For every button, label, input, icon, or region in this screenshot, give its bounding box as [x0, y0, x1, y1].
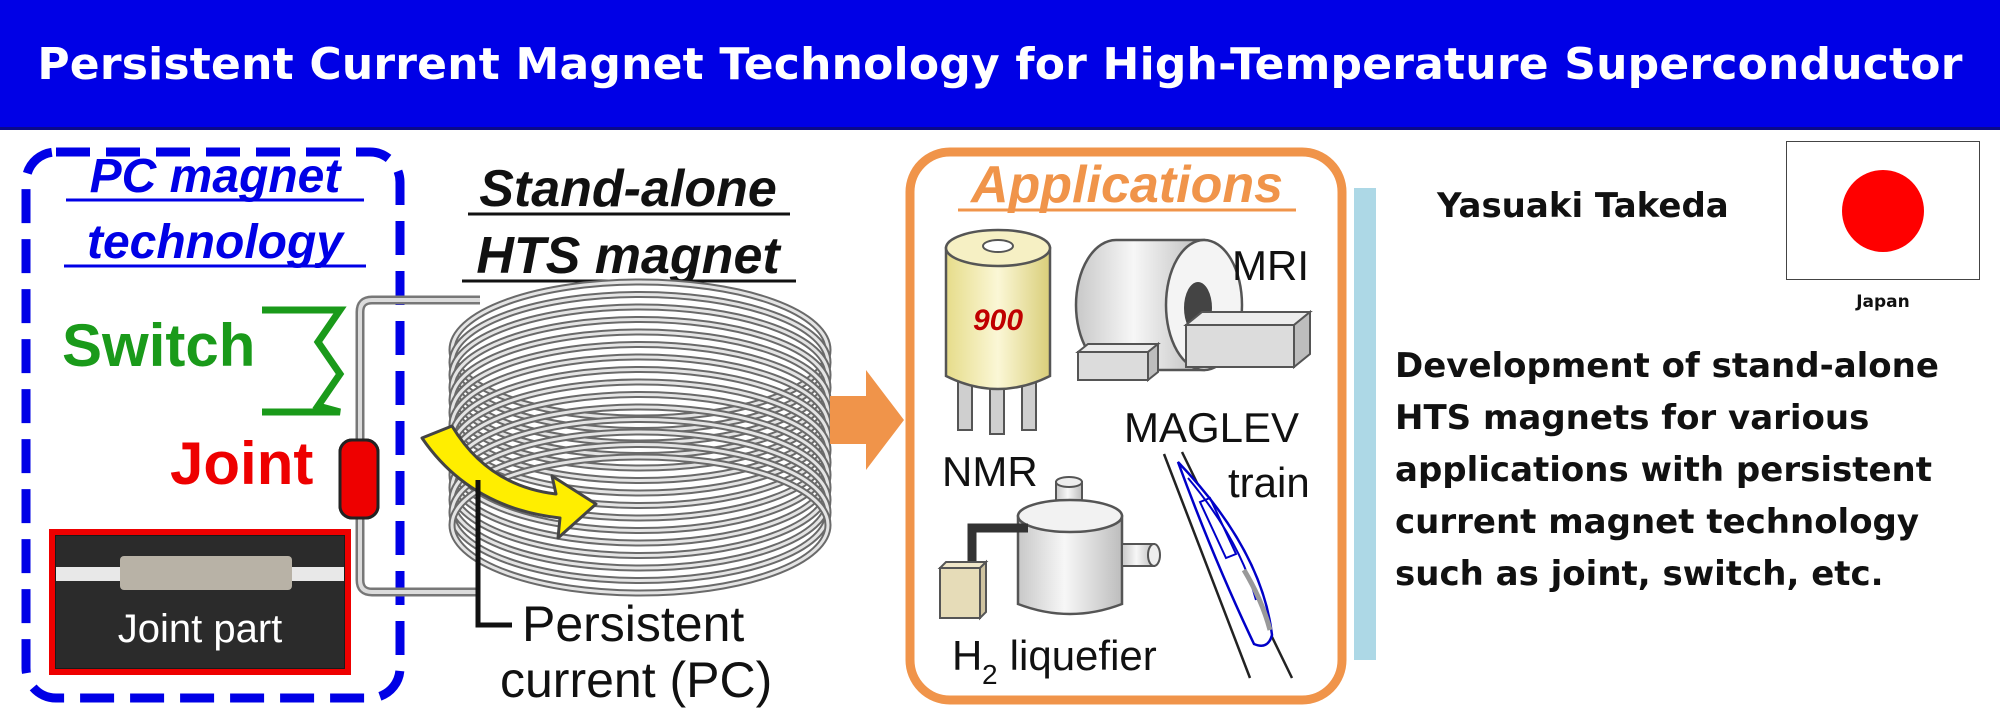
page-title: Persistent Current Magnet Technology for… — [37, 39, 1963, 220]
joint-photo-caption: Joint part — [118, 607, 283, 651]
hts-coil — [448, 278, 832, 597]
japan-flag-icon — [1786, 141, 1980, 280]
maglev-train-illustration — [1162, 451, 1294, 679]
section-divider — [1354, 188, 1376, 660]
nmr-value: 900 — [973, 304, 1023, 337]
title-banner: Persistent Current Magnet Technology for… — [0, 0, 2000, 220]
applications-box — [905, 147, 1347, 705]
summary-line: such as joint, switch, etc. — [1395, 554, 1884, 594]
nmr-illustration — [944, 228, 1052, 435]
pc-heading-line2: technology — [87, 216, 345, 269]
switch-symbol — [262, 306, 347, 416]
h2-label-symbol: H — [952, 632, 982, 679]
maglev-label-line1: MAGLEV — [1124, 404, 1299, 451]
switch-label: Switch — [62, 312, 255, 379]
mri-label: MRI — [1232, 242, 1309, 289]
coil-heading-line1: Stand-alone — [479, 160, 777, 218]
h2-label-subscript: 2 — [982, 659, 998, 690]
nmr-label: NMR — [942, 448, 1038, 495]
pc-technology-box — [21, 147, 405, 703]
current-arrow — [420, 424, 598, 540]
diagram-canvas: PC magnet technology Switch Joint Joint … — [21, 147, 1376, 708]
joint-overlap — [120, 556, 292, 590]
summary-line: applications with persistent — [1395, 450, 1932, 490]
flag-caption: Japan — [1856, 292, 1910, 312]
coil-heading-line2: HTS magnet — [476, 227, 782, 285]
maglev-label-line2: train — [1228, 459, 1310, 506]
summary-text: Development of stand-alone HTS magnets f… — [1395, 340, 1985, 600]
pc-label-line1: Persistent — [522, 596, 744, 652]
mri-illustration — [1074, 238, 1313, 383]
coil-turn-highlight — [450, 455, 830, 595]
pc-heading-line1: PC magnet — [90, 150, 343, 203]
pc-leader-line — [475, 480, 512, 628]
summary-line: Development of stand-alone — [1395, 346, 1939, 386]
summary-line: HTS magnets for various — [1395, 398, 1870, 438]
flow-arrow — [830, 370, 904, 470]
h2-label-rest: liquefier — [998, 632, 1157, 679]
summary-line: current magnet technology — [1395, 502, 1920, 542]
applications-heading: Applications — [969, 156, 1283, 214]
joint-label: Joint — [170, 430, 313, 497]
author-name: Yasuaki Takeda — [1437, 186, 1729, 226]
pc-label-line2: current (PC) — [500, 652, 772, 708]
flag-sun-disc — [1842, 170, 1924, 252]
h2-liquefier-illustration — [937, 476, 1161, 621]
joint-symbol-front — [338, 438, 380, 520]
